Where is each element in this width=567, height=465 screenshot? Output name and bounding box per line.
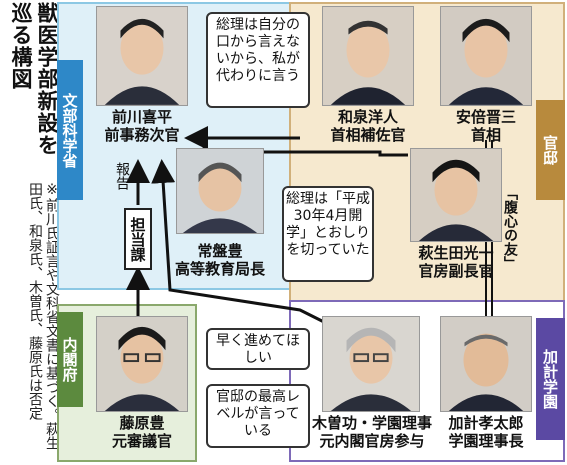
hagiuda-role: 官房副長官 (418, 262, 494, 280)
hagiuda-photo (410, 148, 502, 242)
maekawa-photo (96, 6, 188, 106)
arrow-kiso-to-maekawa (151, 159, 341, 332)
zone-label-kantei: 官邸 (536, 100, 565, 200)
izumi-label: 和泉洋人 首相補佐官 (312, 108, 424, 144)
zone-label-kake-gakuen: 加計学園 (536, 318, 565, 440)
tokiwa-role: 高等教育局長 (174, 260, 265, 278)
kake-name: 加計孝太郎 (448, 414, 524, 432)
fujiwara-role: 元審議官 (111, 432, 172, 450)
hagiuda-name: 萩生田光一 (418, 244, 494, 262)
tokiwa-photo (176, 148, 264, 234)
kake-photo (440, 316, 532, 412)
zone-label-cabinet-office: 内閣府 (57, 312, 83, 407)
diagram-title-text: 獣医学部新設を巡る構図 (9, 2, 59, 156)
kiso-label: 木曽功・学園理事 元内閣官房参与 (290, 414, 454, 450)
friend-label: 「腹心の友」 (502, 186, 518, 270)
hagiuda-quote-bubble: 総理は「平成30年4月開学」とおしりを切っていた (282, 186, 374, 282)
kiso-quote-bubble: 早く進めてほしい (206, 328, 310, 370)
abe-name: 安倍晋三 (455, 108, 516, 126)
kiso-role: 元内閣官房参与 (319, 432, 425, 450)
kiso-photo (322, 316, 420, 412)
izumi-quote-bubble: 総理は自分の口から言えないから、私が代わりに言う (206, 12, 310, 108)
source-note: ※前川氏証言や文科省文書に基づく。萩生田氏、和泉氏、木曽氏、藤原氏は否定 (27, 182, 60, 450)
fujiwara-name: 藤原豊 (119, 414, 165, 432)
hagiuda-label: 萩生田光一 官房副長官 (384, 244, 528, 280)
abe-role: 首相 (470, 126, 501, 144)
tantouka-box: 担当課 (124, 208, 152, 270)
tokiwa-label: 常盤豊 高等教育局長 (162, 242, 278, 278)
fujiwara-quote-bubble: 官邸の最高レベルが言っている (206, 384, 310, 448)
maekawa-label: 前川喜平 前事務次官 (86, 108, 198, 144)
tokiwa-name: 常盤豊 (197, 242, 243, 260)
report-label: 報告 (114, 162, 130, 190)
maekawa-role: 前事務次官 (104, 126, 180, 144)
abe-photo (440, 6, 532, 106)
diagram-title: 獣医学部新設を巡る構図 (4, 2, 60, 176)
kake-role: 学園理事長 (448, 432, 524, 450)
izumi-role: 首相補佐官 (330, 126, 406, 144)
izumi-name: 和泉洋人 (337, 108, 398, 126)
zone-label-mext: 文部科学省 (57, 60, 83, 200)
fujiwara-photo (96, 316, 188, 412)
izumi-photo (322, 6, 414, 106)
abe-label: 安倍晋三 首相 (430, 108, 542, 144)
kiso-name: 木曽功・学園理事 (311, 414, 432, 432)
maekawa-name: 前川喜平 (111, 108, 172, 126)
fujiwara-label: 藤原豊 元審議官 (86, 414, 198, 450)
kake-label: 加計孝太郎 学園理事長 (430, 414, 542, 450)
